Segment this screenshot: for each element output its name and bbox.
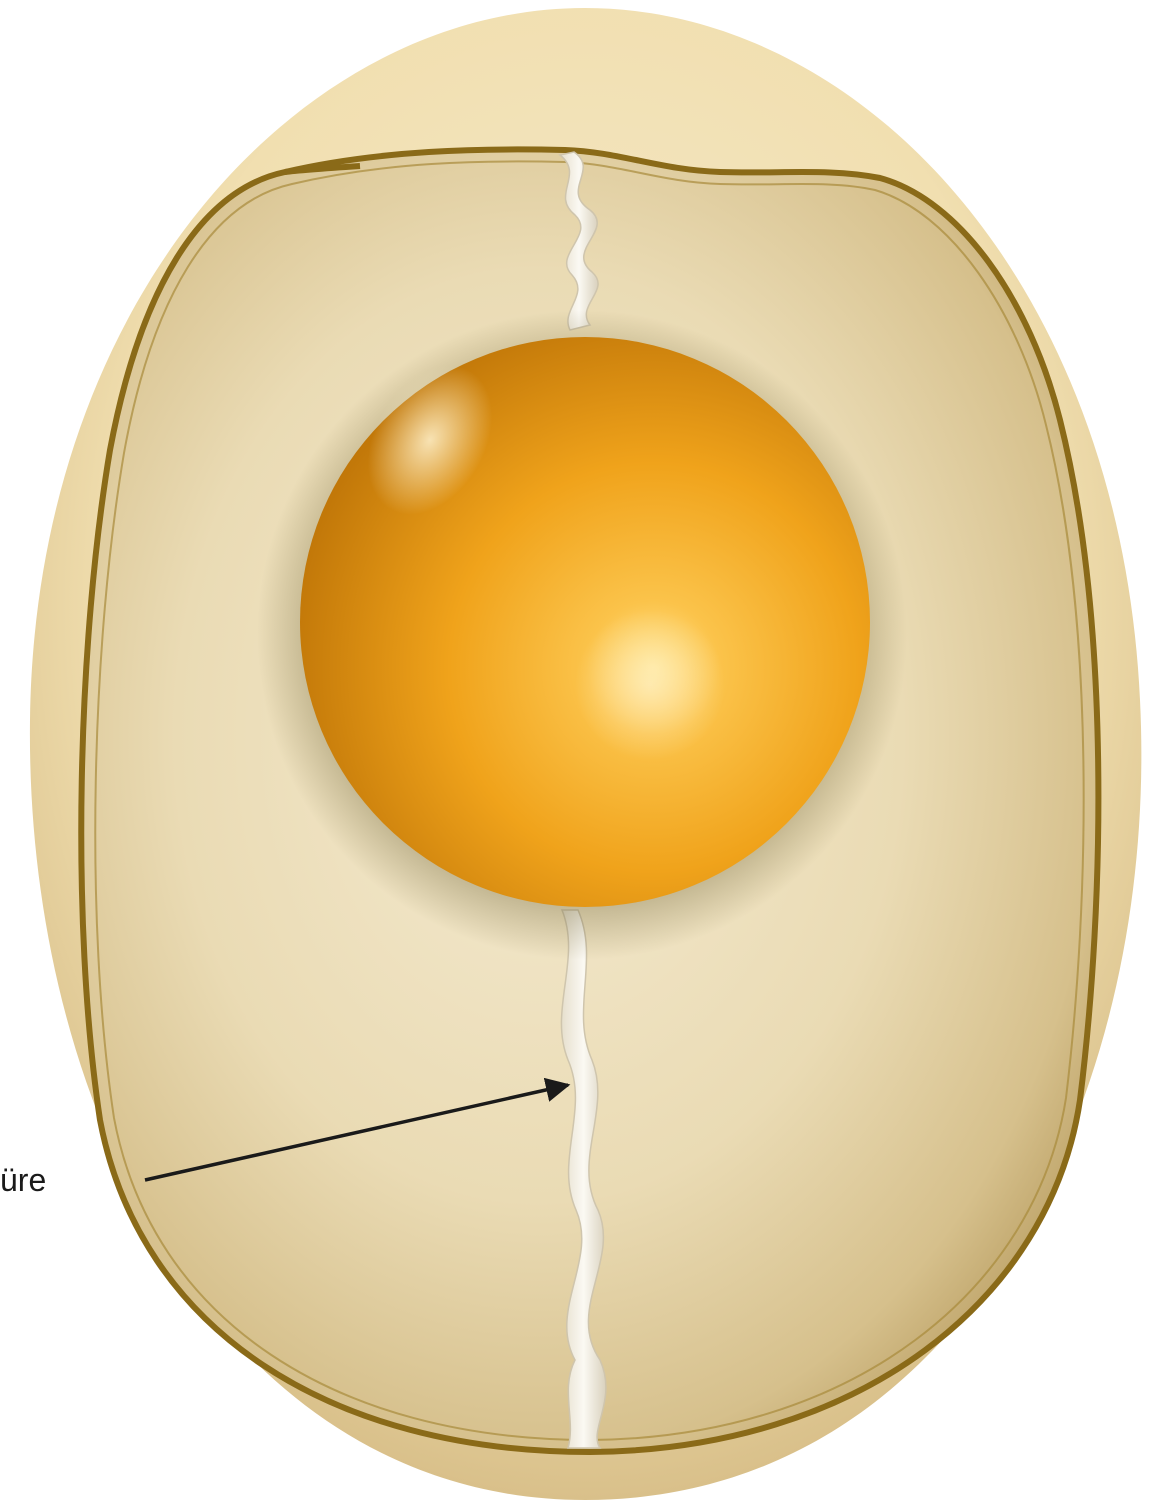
yolk-highlight-large [575,610,725,760]
chalaza-label: üre [0,1160,46,1200]
